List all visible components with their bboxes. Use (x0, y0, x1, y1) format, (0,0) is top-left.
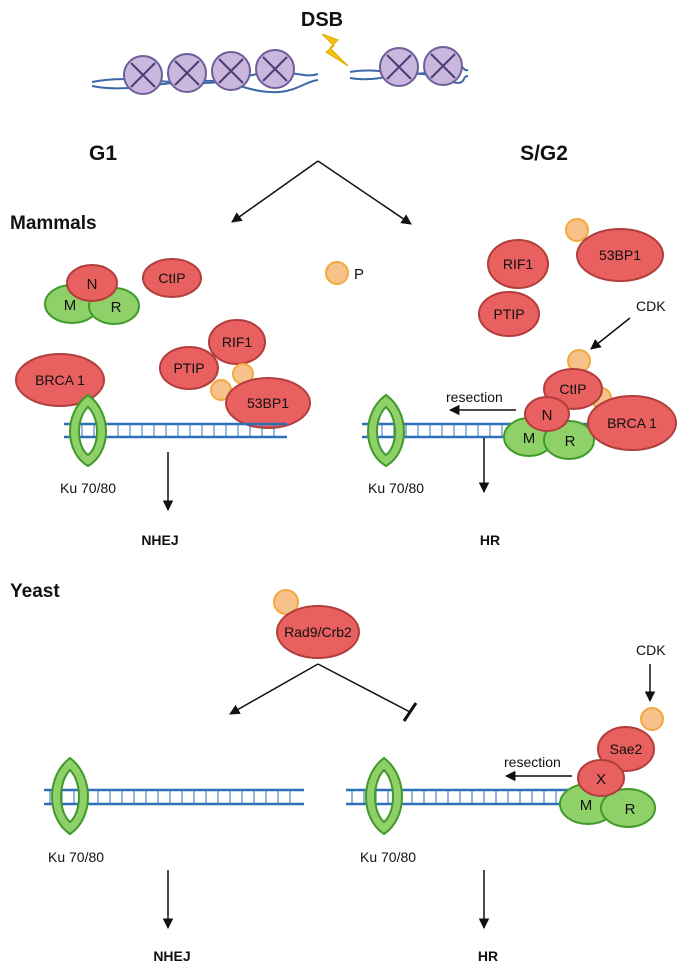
nucleosome (167, 53, 207, 93)
phase-g1: G1 (89, 142, 117, 165)
svg-text:BRCA 1: BRCA 1 (35, 372, 85, 388)
ku-ring (69, 393, 107, 468)
hr-label: HR (480, 532, 500, 548)
branch-arrow-right (317, 160, 412, 225)
section-yeast: Yeast (10, 581, 60, 602)
ku-ring (365, 756, 403, 836)
chromatin-right (349, 46, 469, 87)
ku-label: Ku 70/80 (360, 849, 416, 865)
dsb-title: DSB (301, 9, 343, 31)
svg-text:53BP1: 53BP1 (599, 247, 641, 263)
svg-text:RIF1: RIF1 (503, 256, 534, 272)
phospho-dot (640, 707, 664, 731)
rif1-protein: RIF1 (208, 319, 266, 365)
resection-label: resection (446, 389, 503, 405)
protein-x-label: X (596, 771, 606, 788)
sae2-protein: Sae2 (597, 726, 655, 772)
svg-text:PTIP: PTIP (493, 306, 524, 322)
nucleosome (255, 49, 295, 89)
phospho-dot (565, 218, 589, 242)
svg-text:Sae2: Sae2 (610, 741, 643, 757)
chromatin-left (91, 49, 319, 95)
section-mammals: Mammals (10, 213, 97, 234)
phospho-label: P (354, 266, 364, 283)
cdk-arrow (590, 317, 631, 350)
53bp1-protein: 53BP1 (225, 377, 311, 429)
lightning-icon (321, 33, 349, 67)
yeast-arrow-left (229, 663, 319, 715)
mrn-complex: N M R (503, 396, 595, 460)
ku-ring (367, 393, 405, 468)
inhibition-bar (402, 702, 418, 722)
cdk-label: CDK (636, 298, 666, 314)
nucleosome (123, 55, 163, 95)
53bp1-protein: 53BP1 (576, 228, 664, 282)
phase-s-g2: S/G2 (520, 142, 568, 165)
ptip-protein: PTIP (478, 291, 540, 337)
ku-label: Ku 70/80 (368, 480, 424, 496)
ku-label: Ku 70/80 (60, 480, 116, 496)
svg-text:Rad9/Crb2: Rad9/Crb2 (284, 624, 352, 640)
nhej-label: NHEJ (153, 948, 190, 964)
svg-text:BRCA 1: BRCA 1 (607, 415, 657, 431)
brca1-protein: BRCA 1 (587, 395, 677, 451)
resection-label: resection (504, 754, 561, 770)
protein-r-label: R (625, 801, 636, 818)
svg-text:CtIP: CtIP (559, 381, 586, 397)
branch-arrow-left (231, 160, 319, 223)
protein-r-label: R (111, 299, 122, 316)
protein-n-label: N (87, 276, 98, 293)
mrx-complex: X M R (559, 759, 656, 828)
nucleosome (423, 46, 463, 86)
svg-text:CtIP: CtIP (158, 270, 185, 286)
nucleosome (379, 47, 419, 87)
phospho-dot (273, 589, 299, 615)
svg-text:PTIP: PTIP (173, 360, 204, 376)
brca1-protein: BRCA 1 (15, 353, 105, 407)
rif1-protein: RIF1 (487, 239, 549, 289)
nhej-label: NHEJ (141, 532, 178, 548)
protein-m-label: M (64, 297, 77, 314)
ptip-protein: PTIP (159, 346, 219, 390)
protein-r-label: R (565, 433, 576, 450)
svg-text:RIF1: RIF1 (222, 334, 253, 350)
ctip-protein: CtIP (142, 258, 202, 298)
phospho-legend: P (325, 261, 364, 285)
ku-ring (51, 756, 89, 836)
protein-m-label: M (580, 797, 593, 814)
rad9-crb2-protein: Rad9/Crb2 (276, 605, 360, 659)
protein-m-label: M (523, 430, 536, 447)
nucleosome (211, 51, 251, 91)
protein-n-label: N (542, 407, 553, 424)
mrn-complex: N M R (44, 264, 140, 325)
yeast-inhibition-line (317, 663, 411, 713)
svg-text:53BP1: 53BP1 (247, 395, 289, 411)
ku-label: Ku 70/80 (48, 849, 104, 865)
cdk-label: CDK (636, 642, 666, 658)
hr-label: HR (478, 948, 498, 964)
